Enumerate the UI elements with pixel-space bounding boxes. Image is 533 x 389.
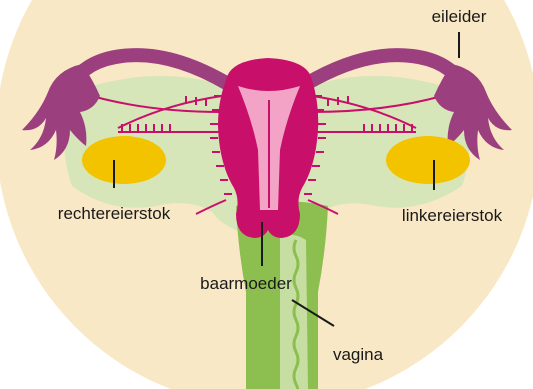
ovary-left-label-side: [386, 136, 470, 184]
label-fallopian-tube: eileider: [432, 7, 487, 26]
ovary-right-label-side: [82, 136, 166, 184]
label-left-ovary: linkereierstok: [402, 206, 503, 225]
label-uterus: baarmoeder: [200, 274, 292, 293]
label-right-ovary: rechtereierstok: [58, 204, 171, 223]
label-vagina: vagina: [333, 345, 384, 364]
